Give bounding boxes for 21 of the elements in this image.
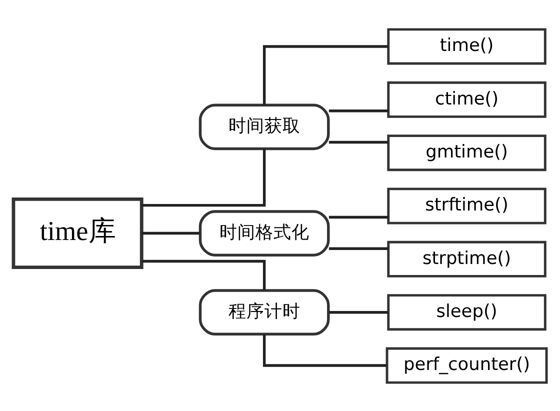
node-box: sleep()	[387, 294, 546, 330]
node-box: strptime()	[387, 240, 546, 277]
connector	[328, 246, 388, 250]
node-box: gmtime()	[387, 134, 546, 171]
connector	[262, 334, 387, 366]
connector	[328, 140, 388, 144]
connector	[328, 215, 388, 218]
node-box: time()	[387, 28, 546, 64]
node-box: 程序计时	[198, 288, 330, 336]
connector	[142, 231, 200, 234]
connector	[142, 148, 266, 206]
node-box: 时间格式化	[198, 210, 330, 256]
node-box: strftime()	[387, 187, 546, 224]
connector	[142, 259, 266, 290]
connector	[328, 109, 388, 112]
node-box: time库	[12, 196, 144, 269]
connector	[262, 44, 388, 104]
connector	[328, 310, 388, 314]
node-box: ctime()	[387, 80, 546, 118]
node-box: perf_counter()	[386, 346, 548, 384]
node-box: 时间获取	[198, 103, 330, 150]
